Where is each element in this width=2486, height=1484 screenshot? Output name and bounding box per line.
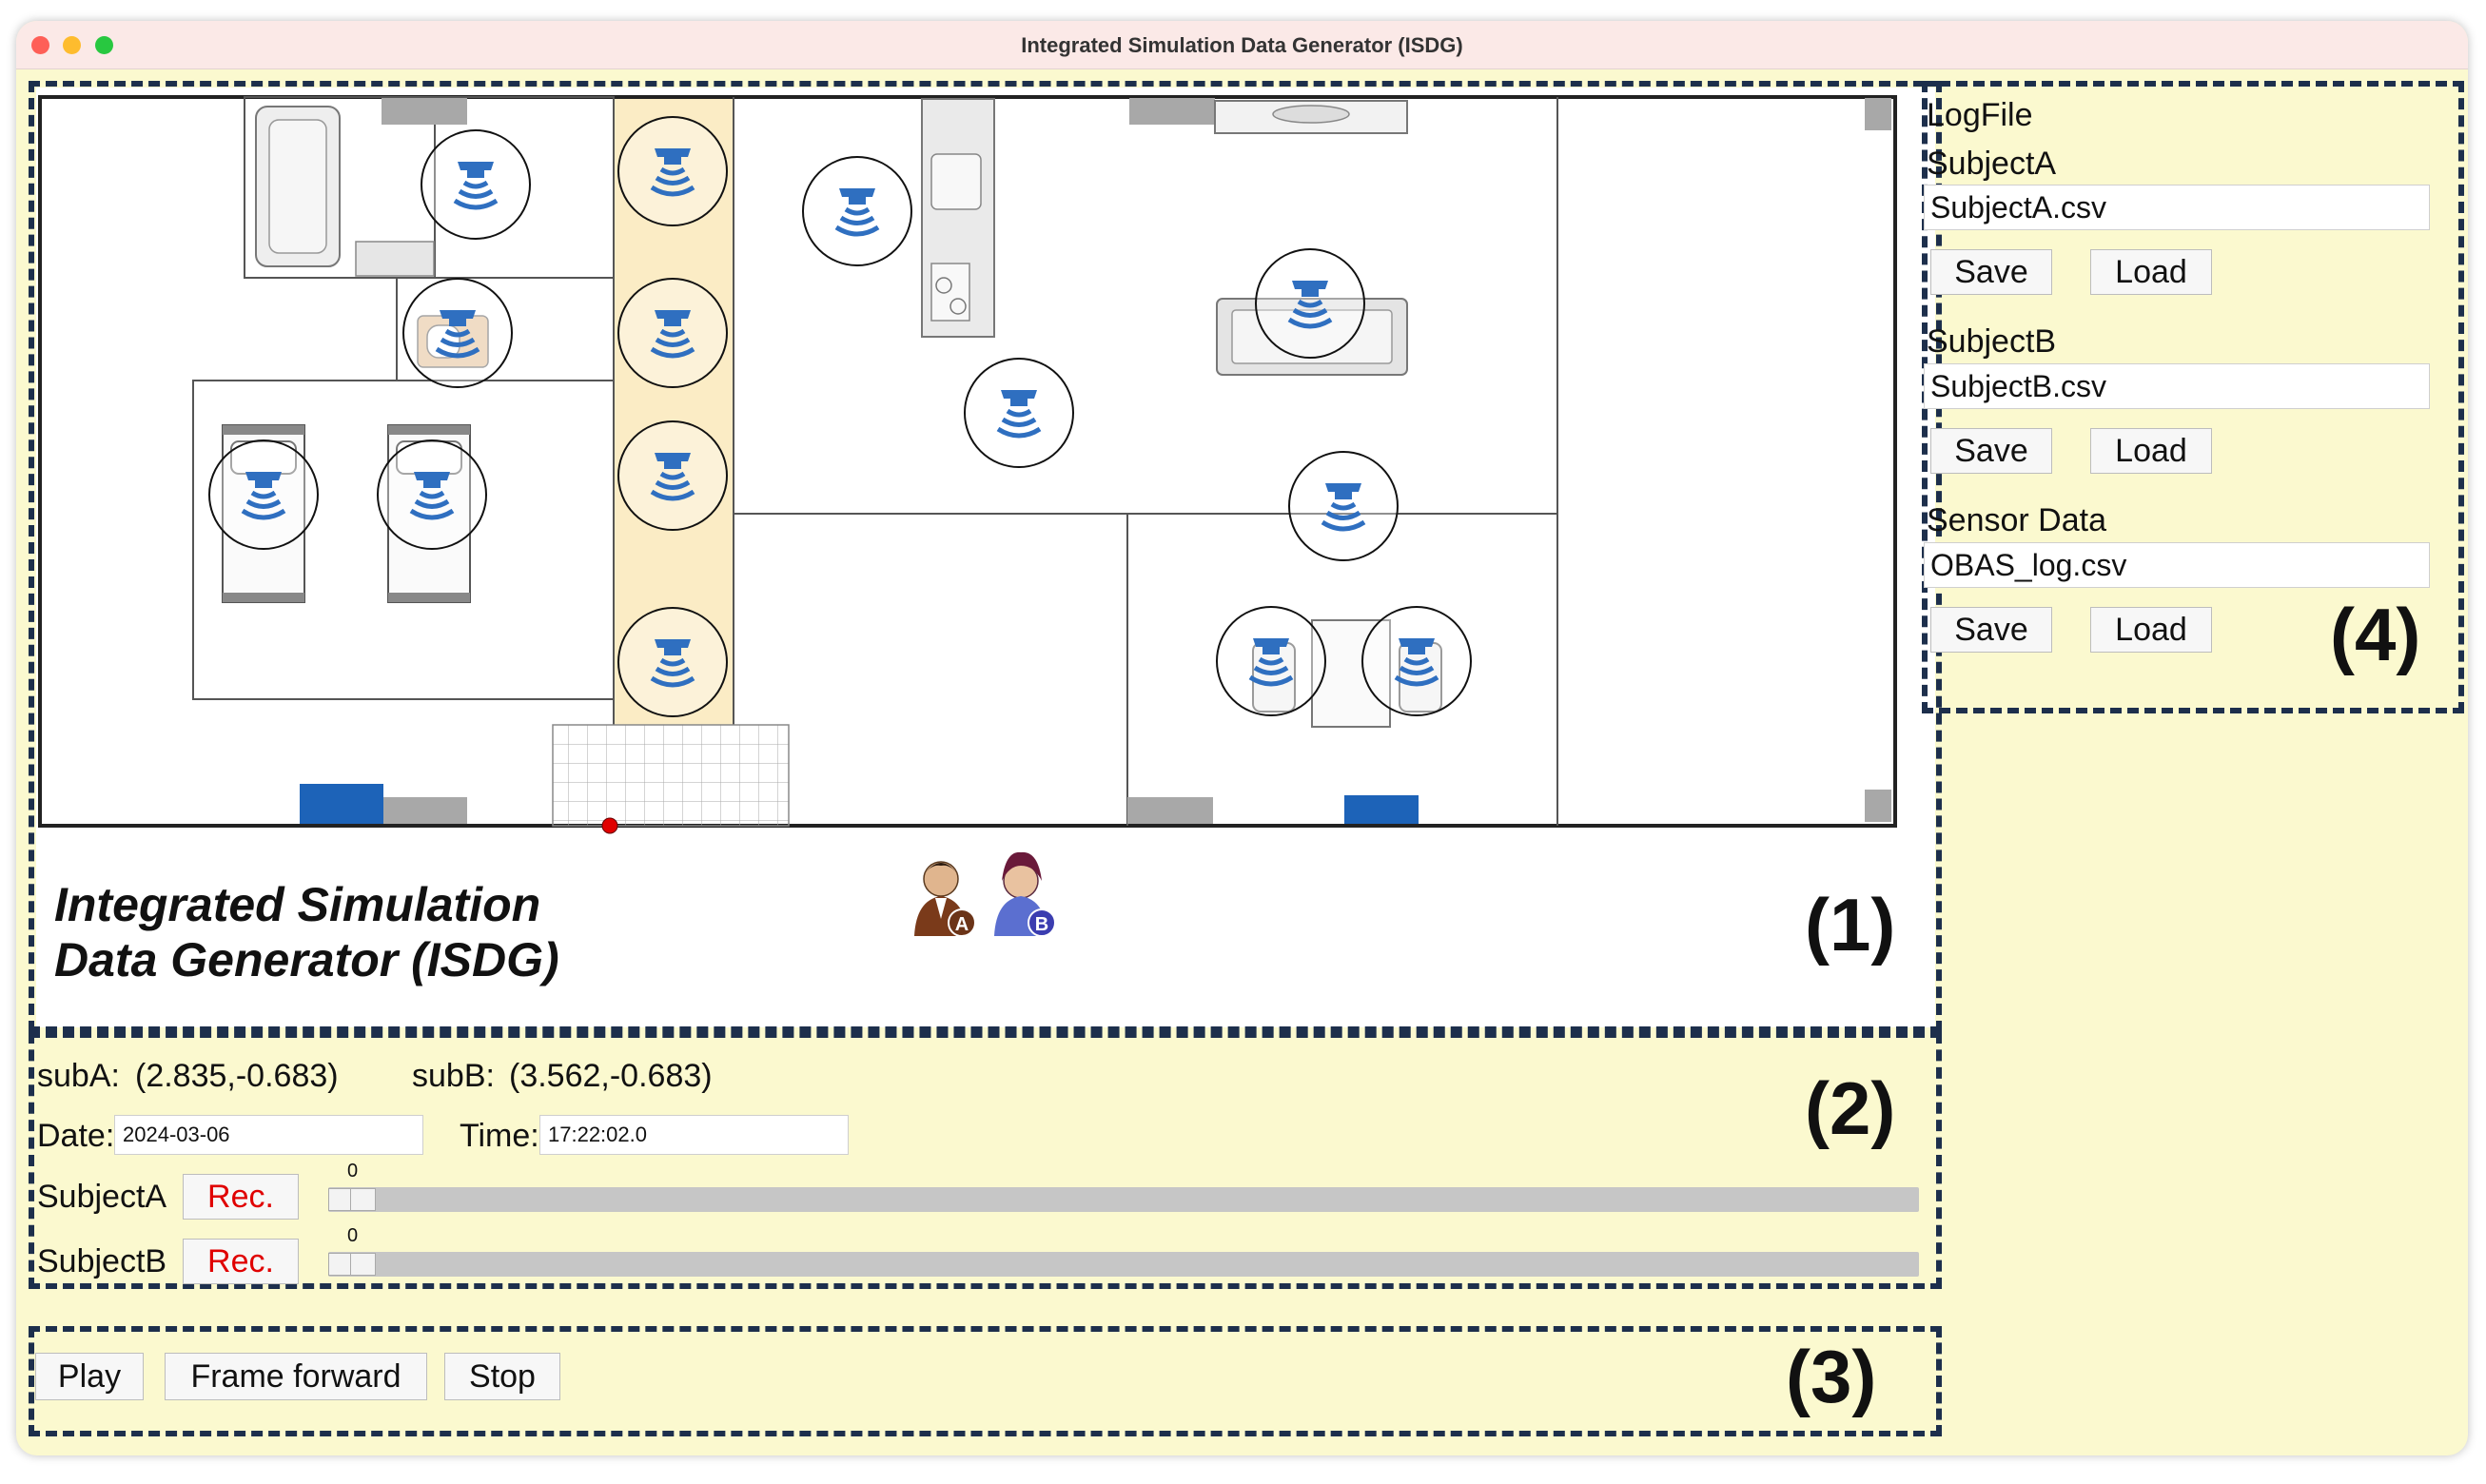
sensor-icon[interactable] <box>1217 607 1325 715</box>
sensor-icon[interactable] <box>378 440 486 549</box>
window-blue-left <box>300 784 383 824</box>
close-window-button[interactable] <box>31 36 49 54</box>
subject-b-file-input[interactable]: SubjectB.csv <box>1924 363 2430 409</box>
zoom-window-button[interactable] <box>95 36 113 54</box>
subject-b-slider-handle[interactable] <box>328 1253 376 1276</box>
subject-a-file-input[interactable]: SubjectA.csv <box>1924 185 2430 230</box>
subject-b-rec-button[interactable]: Rec. <box>183 1239 299 1284</box>
subject-a-avatar-icon[interactable]: A <box>914 861 976 937</box>
date-field[interactable]: 2024-03-06 <box>114 1115 423 1155</box>
subject-a-record-label: SubjectA <box>37 1179 167 1215</box>
sensor-data-load-button[interactable]: Load <box>2090 607 2212 653</box>
sensor-icon[interactable] <box>618 279 727 387</box>
play-button[interactable]: Play <box>35 1353 144 1400</box>
sensor-icon[interactable] <box>965 359 1073 467</box>
minimize-window-button[interactable] <box>63 36 81 54</box>
sub-a-coordinates: (2.835,-0.683) <box>135 1058 339 1094</box>
entrance-mat <box>552 724 790 827</box>
sub-b-coordinates: (3.562,-0.683) <box>509 1058 713 1094</box>
sensor-data-save-button[interactable]: Save <box>1930 607 2052 653</box>
frame-forward-button[interactable]: Frame forward <box>165 1353 427 1400</box>
sensor-icon[interactable] <box>421 130 530 239</box>
subject-a-save-button[interactable]: Save <box>1930 249 2052 295</box>
sensor-icon[interactable] <box>1362 607 1471 715</box>
subject-a-slider-value: 0 <box>347 1161 359 1181</box>
sub-a-label: subA: <box>37 1058 120 1094</box>
app-title-line-1: Integrated Simulation <box>54 878 541 931</box>
time-label: Time: <box>460 1118 539 1154</box>
subject-a-rec-button[interactable]: Rec. <box>183 1174 299 1220</box>
subject-a-slider[interactable] <box>328 1187 1919 1212</box>
subject-b-slider-value: 0 <box>347 1225 359 1246</box>
outer-wall <box>38 95 1897 828</box>
sensor-icon[interactable] <box>618 608 727 716</box>
sensor-data-heading: Sensor Data <box>1927 502 2106 538</box>
subject-a-log-heading: SubjectA <box>1927 146 2057 182</box>
subject-b-log-heading: SubjectB <box>1927 323 2057 360</box>
section-4-label: (4) <box>2330 593 2421 676</box>
app-window: Integrated Simulation Data Generator (IS… <box>16 21 2468 1455</box>
subject-a-load-button[interactable]: Load <box>2090 249 2212 295</box>
sensor-icon[interactable] <box>1289 452 1398 560</box>
subject-a-slider-handle[interactable] <box>328 1188 376 1211</box>
stop-button[interactable]: Stop <box>444 1353 560 1400</box>
sensor-icon[interactable] <box>209 440 318 549</box>
subject-b-avatar-icon[interactable]: B <box>994 851 1056 937</box>
subject-b-record-label: SubjectB <box>37 1243 167 1279</box>
subject-b-load-button[interactable]: Load <box>2090 428 2212 474</box>
section-1-label: (1) <box>1805 883 1896 967</box>
sub-b-label: subB: <box>412 1058 495 1094</box>
floor-plan: A B <box>38 95 1897 937</box>
app-title-line-2: Data Generator (ISDG) <box>54 933 559 986</box>
section-2-label: (2) <box>1805 1066 1896 1150</box>
entrance-marker <box>601 817 618 834</box>
app-logo-text: Integrated Simulation Data Generator (IS… <box>54 877 559 987</box>
title-bar: Integrated Simulation Data Generator (IS… <box>16 21 2468 69</box>
section-2-frame <box>29 1032 1942 1289</box>
section-3-frame <box>29 1326 1942 1436</box>
sensor-icon[interactable] <box>803 157 911 265</box>
sensor-icon[interactable] <box>618 117 727 225</box>
svg-text:A: A <box>955 914 969 935</box>
time-field[interactable]: 17:22:02.0 <box>539 1115 849 1155</box>
sensor-icon[interactable] <box>618 421 727 530</box>
svg-text:B: B <box>1035 914 1048 935</box>
section-3-label: (3) <box>1786 1335 1877 1418</box>
window-blue-right <box>1344 795 1419 824</box>
logfile-heading: LogFile <box>1927 97 2033 133</box>
subject-b-slider[interactable] <box>328 1252 1919 1277</box>
window-title: Integrated Simulation Data Generator (IS… <box>1021 33 1463 57</box>
sensor-data-file-input[interactable]: OBAS_log.csv <box>1924 542 2430 588</box>
sensor-icon[interactable] <box>1256 249 1364 358</box>
date-label: Date: <box>37 1118 115 1154</box>
subject-b-save-button[interactable]: Save <box>1930 428 2052 474</box>
sensor-icon[interactable] <box>403 279 512 387</box>
